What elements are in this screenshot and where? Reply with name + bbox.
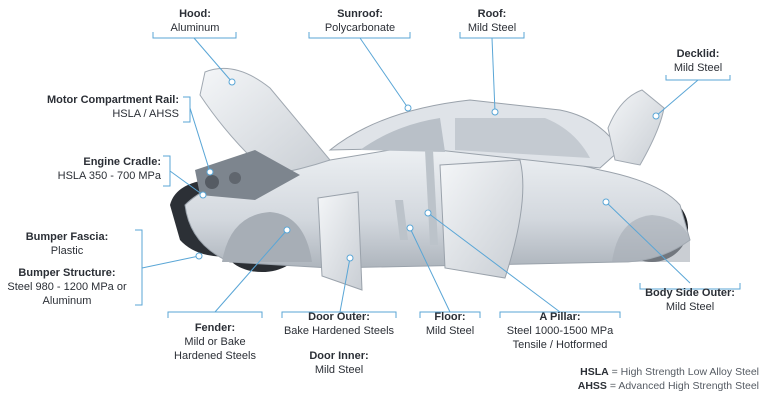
callout-lines bbox=[135, 32, 741, 318]
engine-part bbox=[205, 175, 219, 189]
label-title: Door Inner: bbox=[309, 350, 369, 362]
label-title: Floor: bbox=[434, 311, 466, 323]
callout-dot bbox=[404, 104, 412, 112]
hood-panel bbox=[199, 67, 331, 176]
label-hood: Hood: Aluminum bbox=[171, 7, 220, 35]
callout-dot bbox=[199, 191, 207, 199]
legend-abbr: HSLA bbox=[580, 366, 609, 378]
legend-hsla: HSLA = High Strength Low Alloy Steel bbox=[580, 366, 759, 378]
label-roof: Roof: Mild Steel bbox=[468, 7, 516, 35]
front-door bbox=[317, 191, 363, 291]
label-motor-rail: Motor Compartment Rail: HSLA / AHSS bbox=[47, 93, 179, 121]
label-value-2: Hardened Steels bbox=[174, 350, 256, 362]
callout-dots bbox=[195, 78, 660, 262]
label-title: Decklid: bbox=[676, 48, 720, 60]
legend-ahss: AHSS = Advanced High Strength Steel bbox=[578, 380, 759, 392]
label-title: Motor Compartment Rail: bbox=[47, 94, 179, 106]
label-door-outer: Door Outer: Bake Hardened Steels bbox=[284, 310, 394, 338]
callout-dot bbox=[346, 254, 354, 262]
rear-door bbox=[439, 159, 524, 279]
label-floor: Floor: Mild Steel bbox=[426, 310, 474, 338]
label-title: Sunroof: bbox=[337, 8, 383, 20]
decklid-panel bbox=[607, 89, 665, 166]
window-rear bbox=[455, 118, 590, 158]
callout-dot bbox=[491, 108, 499, 116]
label-title: Hood: bbox=[179, 8, 211, 20]
label-sunroof: Sunroof: Polycarbonate bbox=[325, 7, 395, 35]
callout-dot bbox=[424, 209, 432, 217]
callout-dot bbox=[206, 168, 214, 176]
label-title: Bumper Structure: bbox=[18, 267, 116, 279]
label-door-inner: Door Inner: Mild Steel bbox=[309, 349, 368, 377]
label-value: Bake Hardened Steels bbox=[283, 325, 395, 337]
callout-dot bbox=[195, 252, 203, 260]
label-value: HSLA / AHSS bbox=[112, 108, 179, 120]
label-value: Mild Steel bbox=[673, 62, 723, 74]
legend-text: = High Strength Low Alloy Steel bbox=[608, 366, 759, 378]
label-title: Engine Cradle: bbox=[83, 156, 161, 168]
label-value: Plastic bbox=[50, 245, 84, 257]
a-pillar-frame bbox=[425, 150, 438, 245]
label-title: Bumper Fascia: bbox=[25, 231, 109, 243]
label-title: Fender: bbox=[194, 322, 236, 334]
label-value: Mild Steel bbox=[425, 325, 475, 337]
label-value-2: Aluminum bbox=[42, 295, 92, 307]
label-value: Steel 1000-1500 MPa bbox=[506, 325, 614, 337]
legend-abbr: AHSS bbox=[577, 380, 607, 392]
label-bumper-fascia: Bumper Fascia: Plastic bbox=[26, 230, 109, 258]
label-title: Door Outer: bbox=[308, 311, 370, 323]
label-value: Mild Steel bbox=[665, 301, 715, 313]
label-value: HSLA 350 - 700 MPa bbox=[57, 170, 161, 182]
label-value: Mild Steel bbox=[467, 22, 517, 34]
label-value: Aluminum bbox=[170, 22, 220, 34]
label-value: Mild Steel bbox=[314, 364, 364, 376]
b-pillar-frame bbox=[395, 200, 408, 240]
label-title: A Pillar: bbox=[539, 311, 581, 323]
label-body-side-outer: Body Side Outer: Mild Steel bbox=[645, 286, 735, 314]
callout-dot bbox=[406, 224, 414, 232]
label-decklid: Decklid: Mild Steel bbox=[674, 47, 722, 75]
window-front bbox=[360, 118, 445, 152]
engine-bay bbox=[195, 150, 300, 200]
callout-dot bbox=[652, 112, 660, 120]
label-title: Roof: bbox=[477, 8, 507, 20]
label-value: Steel 980 - 1200 MPa or bbox=[7, 281, 127, 293]
label-title: Body Side Outer: bbox=[645, 287, 735, 299]
callout-dot bbox=[602, 198, 610, 206]
label-engine-cradle: Engine Cradle: HSLA 350 - 700 MPa bbox=[58, 155, 161, 183]
label-value-2: Tensile / Hotformed bbox=[512, 339, 608, 351]
label-value: Polycarbonate bbox=[324, 22, 396, 34]
label-bumper-structure: Bumper Structure: Steel 980 - 1200 MPa o… bbox=[7, 266, 126, 308]
front-wheel-opening bbox=[222, 212, 312, 262]
engine-part bbox=[229, 172, 241, 184]
label-fender: Fender: Mild or Bake Hardened Steels bbox=[174, 321, 256, 363]
label-value: Mild or Bake bbox=[184, 336, 246, 348]
callout-dot bbox=[283, 226, 291, 234]
callout-dot bbox=[228, 78, 236, 86]
legend-text: = Advanced High Strength Steel bbox=[606, 380, 759, 392]
label-a-pillar: A Pillar: Steel 1000-1500 MPa Tensile / … bbox=[507, 310, 613, 352]
